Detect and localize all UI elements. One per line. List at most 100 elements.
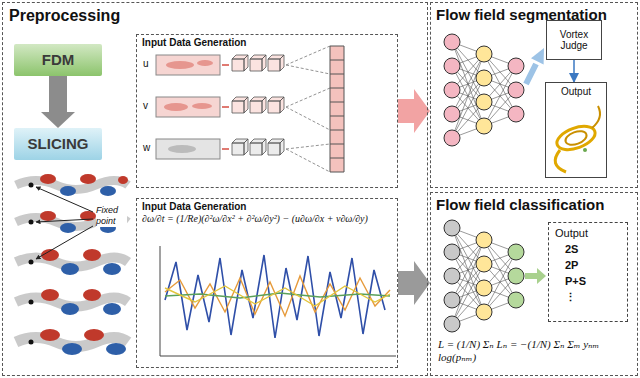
flow-slices (106, 343, 126, 355)
neural-network (508, 106, 524, 122)
velocity-field-image (156, 55, 229, 159)
neural-network (444, 82, 460, 98)
process-box: SLICING (14, 128, 102, 160)
flatten-lines (286, 46, 330, 172)
neural-network (444, 268, 460, 284)
velocity-field-image (156, 97, 220, 117)
leader-line (36, 219, 93, 222)
velocity-field-image (156, 139, 220, 159)
neural-network (508, 292, 524, 308)
leader-line (36, 187, 93, 259)
flow-slices (61, 303, 79, 315)
neural-network (452, 42, 516, 138)
neural-network (444, 220, 546, 332)
flow-slices (118, 176, 128, 184)
flow-slices (84, 329, 104, 341)
flow-slices (60, 186, 76, 196)
velocity-field-image (166, 61, 194, 69)
section-panel: PreprocessingFDM SLICING Input Data Genera… (2, 2, 428, 376)
neural-network (476, 280, 492, 296)
input-vector (330, 46, 344, 172)
neural-network (508, 268, 524, 284)
box-title: Vortex Judge (547, 29, 601, 52)
class-item: ⋮ (555, 290, 621, 306)
block-arrow (398, 89, 430, 133)
vortex-image (583, 148, 587, 152)
time-series-chart (165, 276, 390, 316)
time-series-chart (160, 246, 396, 356)
neural-network (444, 34, 460, 50)
neural-network (526, 64, 536, 84)
neural-network (444, 106, 460, 122)
neural-network (444, 316, 460, 332)
flow-slices (40, 329, 60, 341)
box-title: Flow field classification (436, 196, 632, 214)
flow-slices (29, 340, 34, 345)
flow-slices (80, 174, 96, 184)
box-title: Input Data Generation (142, 37, 392, 49)
velocity-field-image (192, 103, 212, 109)
neural-network (444, 292, 460, 308)
velocity-field-image (197, 60, 213, 66)
box-title: Input Data Generation (142, 201, 392, 213)
neural-network (444, 130, 460, 146)
process-box: FDM (14, 44, 102, 76)
flow-slices (103, 263, 121, 275)
equation: ∂ω/∂t = (1/Re)(∂²ω/∂x² + ∂²ω/∂y²) − (u∂ω… (142, 213, 394, 225)
neural-network (444, 34, 544, 146)
output-box: Output (545, 82, 607, 178)
output-box: Output2S2PP+S⋮ (548, 222, 628, 322)
neural-network (508, 82, 524, 98)
neural-network (476, 94, 492, 110)
group-panel: Input Data Generation (136, 34, 398, 188)
neural-network (476, 256, 492, 272)
class-item: P+S (555, 274, 621, 290)
class-item: 2P (555, 258, 621, 274)
block-arrow (41, 76, 75, 128)
vortex-image (554, 122, 598, 154)
flow-slices (29, 260, 34, 265)
velocity-field-image (222, 65, 229, 149)
input-vector (330, 60, 344, 158)
neural-network (452, 228, 516, 324)
loss-formula: L = (1/N) Σₙ Lₙ = −(1/N) Σₙ Σₘ yₙₘ log(p… (438, 338, 634, 364)
flow-slices (29, 300, 34, 305)
class-item: 2S (555, 242, 621, 258)
voxel-cubes (232, 55, 284, 71)
velocity-field-image (168, 145, 196, 153)
neural-network (444, 244, 460, 260)
flow-slices (62, 343, 82, 355)
callout-label: Fixed point (96, 205, 127, 227)
box-title: Flow field segmentation (436, 6, 632, 24)
variable-label: v (143, 100, 155, 112)
flow-slices (40, 174, 56, 184)
section-panel: Flow field segmentationVortex JudgeOutpu… (430, 2, 638, 188)
flow-slices (100, 186, 116, 196)
flow-slices (61, 263, 79, 275)
flow-slices (16, 174, 128, 355)
neural-network (508, 58, 524, 74)
neural-network (476, 232, 492, 248)
neural-network (537, 268, 546, 284)
neural-network (476, 46, 492, 62)
leader-line (36, 187, 93, 212)
time-series-chart (165, 286, 390, 306)
neural-network (444, 58, 460, 74)
variable-label: u (143, 58, 155, 70)
neural-network (508, 244, 524, 260)
flow-slices (40, 211, 56, 221)
velocity-field-image (156, 55, 220, 75)
process-box: Vortex Judge (546, 20, 602, 60)
voxel-cubes (232, 139, 284, 155)
voxel-cubes (232, 55, 284, 155)
vortex-image (564, 129, 589, 148)
flow-slices (29, 220, 34, 225)
vortex-image (555, 150, 566, 172)
leader-line (36, 226, 93, 259)
box-title: Preprocessing (9, 6, 421, 25)
block-arrow (398, 261, 430, 305)
flow-slices (29, 183, 34, 188)
box-title: SLICING (28, 135, 89, 153)
box-title: Output (546, 86, 606, 98)
